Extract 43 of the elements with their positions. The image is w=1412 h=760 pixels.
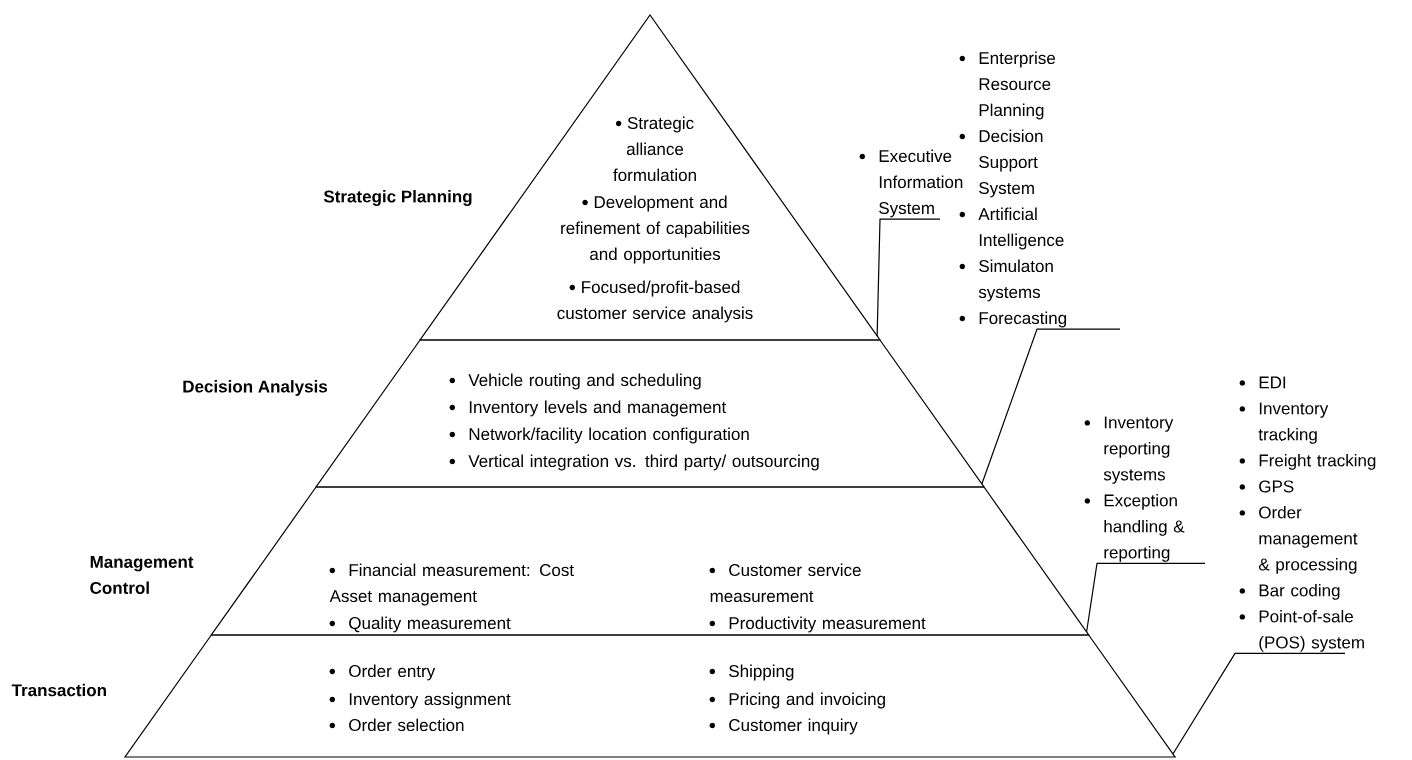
- level-heading: Decision Analysis: [183, 380, 328, 396]
- node-label: Simulaton systems: [978, 259, 1053, 302]
- bullet-item: Focused/profit-based customer service analysis: [557, 280, 753, 323]
- leader-line: [1086, 562, 1206, 633]
- bullet-item: Shipping: [709, 664, 794, 681]
- node-label: Enterprise Resource Planning: [979, 51, 1056, 120]
- node-label: Inventory tracking: [1258, 402, 1329, 444]
- leader-line: [876, 218, 941, 337]
- node-label: Bar coding: [1259, 583, 1340, 600]
- node-label: GPS: [1259, 480, 1294, 493]
- node-label: EDI: [1259, 376, 1286, 389]
- level-heading: Transaction: [11, 683, 106, 697]
- bullet-item: Order entry: [329, 664, 436, 681]
- bullet-list: Inventory reporting systems Exception handling & reporting: [1084, 416, 1185, 562]
- node-label: Order management & processing: [1258, 505, 1358, 574]
- bullet-item: Order selection: [329, 718, 464, 732]
- bullet-item: Pricing and invoicing: [709, 692, 885, 709]
- bullet-item: Network/facility location configuration: [449, 427, 749, 444]
- leader-line: [981, 328, 1121, 485]
- node-label: Artificial Intelligence: [978, 207, 1064, 250]
- node-label: Decision Support System: [979, 129, 1043, 198]
- level-heading: Management Control: [90, 556, 194, 594]
- node-label: Exception handling & reporting: [1104, 493, 1185, 562]
- bullet-item: Customer service measurement: [709, 563, 861, 603]
- bullet-item: Inventory assignment: [329, 692, 511, 709]
- bullet-item: Strategic alliance formulation: [613, 116, 696, 182]
- bullet-item: Financial measurement: Cost Asset management: [329, 563, 574, 606]
- bullet-list: EDI Inventory tracking Freight tracking GPS Order management & processing Bar coding Point-of-sale (POS) system: [1239, 376, 1376, 652]
- node-label: Freight tracking: [1259, 453, 1376, 470]
- bullet-item: Vertical integration vs. third party/ outsourcing: [449, 454, 819, 471]
- bullet-item: Productivity measurement: [709, 616, 926, 633]
- bullet-item: Customer inquiry: [709, 718, 858, 735]
- bullet-item: Inventory levels and management: [449, 400, 727, 417]
- bullet-item: Quality measurement: [329, 616, 511, 633]
- bullet-item: Vehicle routing and scheduling: [449, 373, 701, 390]
- node-label: Forecasting: [979, 311, 1067, 328]
- leader-line: [1172, 652, 1346, 755]
- node-label: Executive Information System: [879, 149, 963, 218]
- bullet-item: Development and refinement of capabilities and opportunities: [561, 195, 750, 264]
- level-heading: Strategic Planning: [323, 190, 472, 206]
- node-label: Inventory reporting systems: [1103, 416, 1174, 484]
- node-label: Point-of-sale (POS) system: [1259, 609, 1364, 652]
- bullet-list: Executive Information System: [859, 149, 963, 218]
